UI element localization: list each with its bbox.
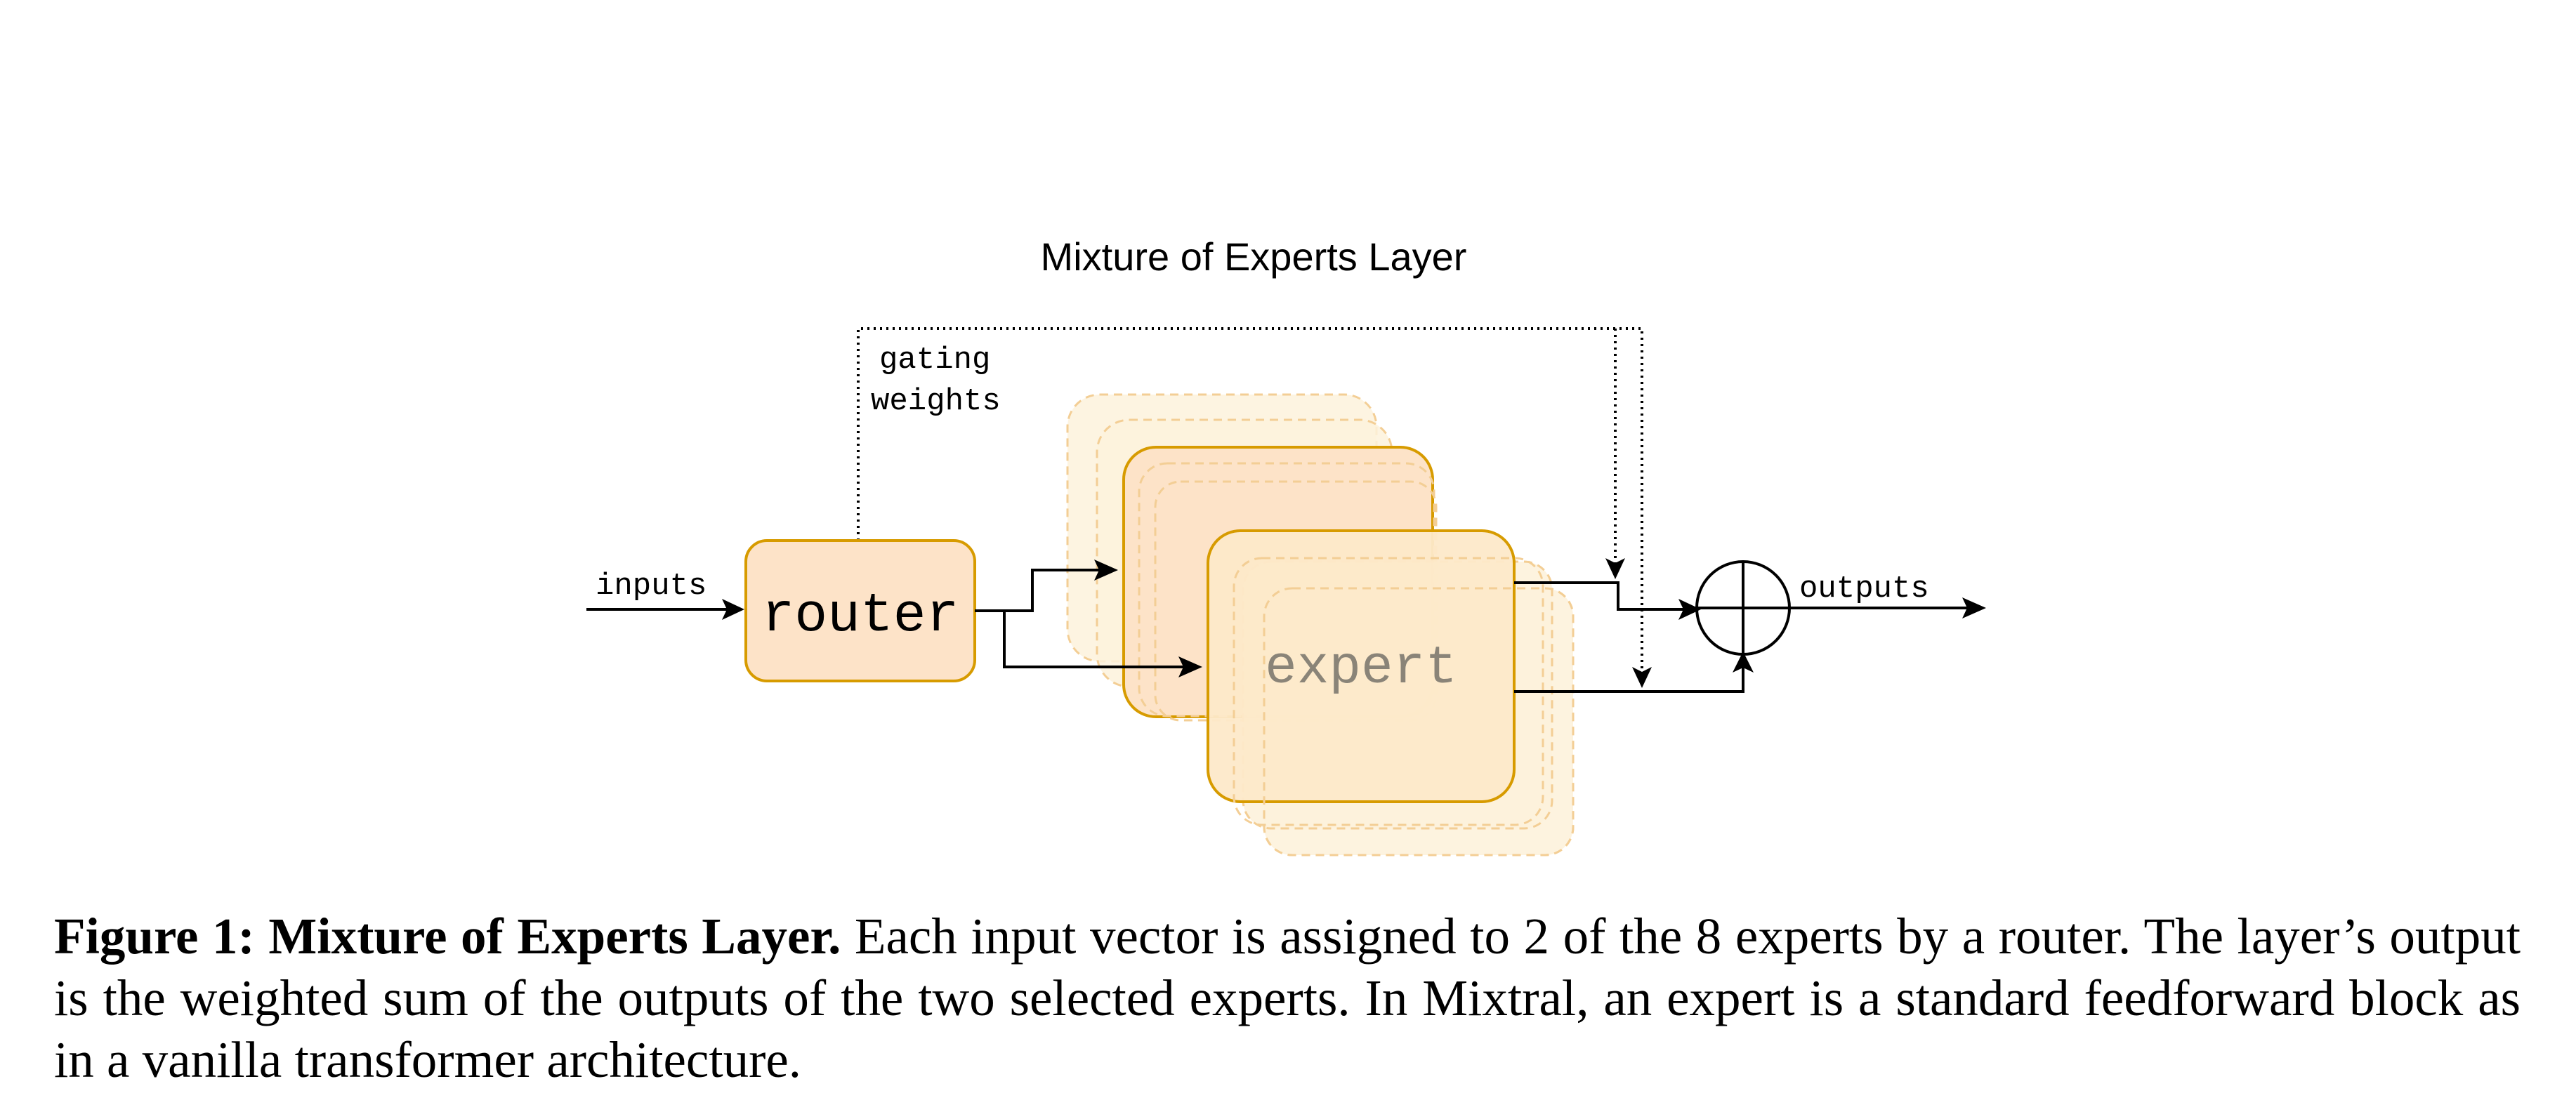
sum-arrowhead-left — [1678, 599, 1701, 620]
sum-operator — [1695, 560, 1791, 656]
router-label: router — [762, 585, 959, 647]
diagram-title: Mixture of Experts Layer — [1041, 234, 1467, 279]
gating-label-line2: weights — [871, 384, 1001, 419]
figure-caption: Figure 1: Mixture of Experts Layer. Each… — [54, 906, 2521, 1091]
gating-label-line1: gating — [879, 343, 990, 378]
caption-text: Each input vector is assigned to 2 of th… — [54, 908, 2521, 1088]
outputs-label: outputs — [1799, 571, 1929, 607]
inputs-label: inputs — [596, 569, 707, 604]
router-arrowhead-expert-2 — [1178, 656, 1202, 677]
expert-box-2-inner — [1233, 557, 1575, 856]
outputs-arrowhead — [1962, 597, 1986, 618]
caption-label: Figure 1: Mixture of Experts Layer. — [54, 908, 841, 965]
router-arrowhead-expert-1 — [1094, 560, 1118, 581]
inputs-arrowhead — [722, 599, 744, 620]
router-to-experts — [975, 569, 1187, 668]
gating-arrowhead-upper — [1605, 558, 1625, 579]
expert-label: expert — [1265, 638, 1457, 699]
gating-arrowhead-lower — [1632, 667, 1652, 688]
gating-weights-path — [857, 327, 1643, 674]
sum-arrowhead-bottom — [1733, 651, 1754, 673]
experts-to-sum — [1514, 581, 1744, 693]
expert-box-2 — [1207, 529, 1516, 803]
